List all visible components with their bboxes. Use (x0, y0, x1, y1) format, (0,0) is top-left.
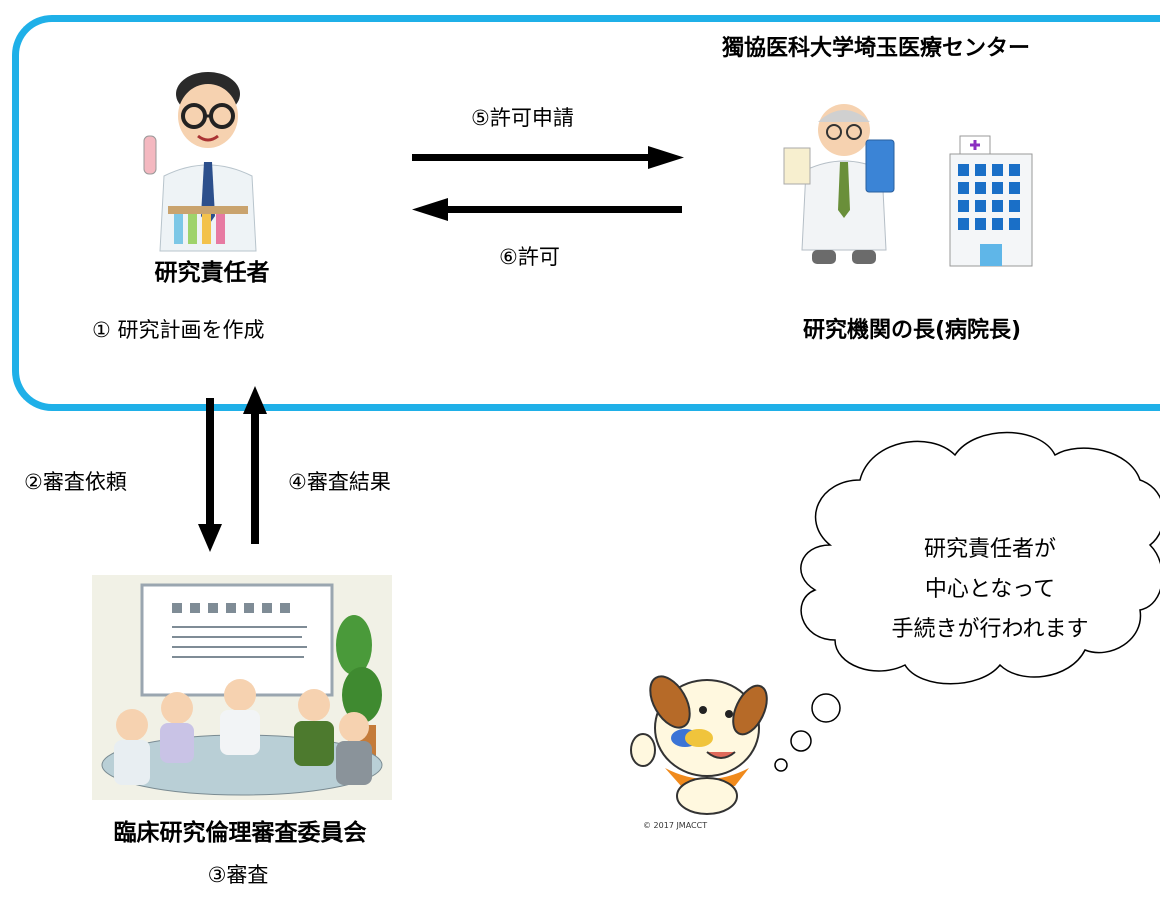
mascot-dog-illustration (630, 675, 768, 815)
copyright-text: © 2017 JMACCT (643, 821, 708, 830)
bubble-line-3: 手続きが行われます (891, 617, 1089, 642)
arrow-step5 (412, 146, 684, 169)
hospital-head-label: 研究機関の長(病院長) (802, 318, 1022, 343)
committee-illustration (92, 575, 392, 800)
bubble-text: 研究責任者が 中心となって 手続きが行われます (865, 530, 1115, 650)
hospital-building-icon (949, 135, 1033, 267)
arrow-step2 (198, 398, 222, 552)
researcher-illustration (143, 72, 257, 252)
bubble-line-1: 研究責任者が (923, 537, 1056, 562)
institution-frame (12, 15, 1160, 411)
committee-label: 臨床研究倫理審査委員会 (113, 820, 367, 846)
step3-label: ③審査 (207, 863, 269, 887)
step6-label: ⑥許可 (499, 245, 560, 269)
step4-label: ④審査結果 (288, 470, 391, 494)
step1-label: ① 研究計画を作成 (92, 318, 265, 342)
institution-title: 獨協医科大学埼玉医療センター (722, 36, 1031, 61)
arrow-step6 (412, 198, 682, 221)
bubble-line-2: 中心となって (924, 577, 1056, 602)
hospital-head-illustration (783, 104, 895, 264)
researcher-label: 研究責任者 (154, 260, 270, 286)
step5-label: ⑤許可申請 (471, 106, 574, 130)
step2-label: ②審査依頼 (24, 470, 127, 494)
arrow-step4 (243, 386, 267, 544)
